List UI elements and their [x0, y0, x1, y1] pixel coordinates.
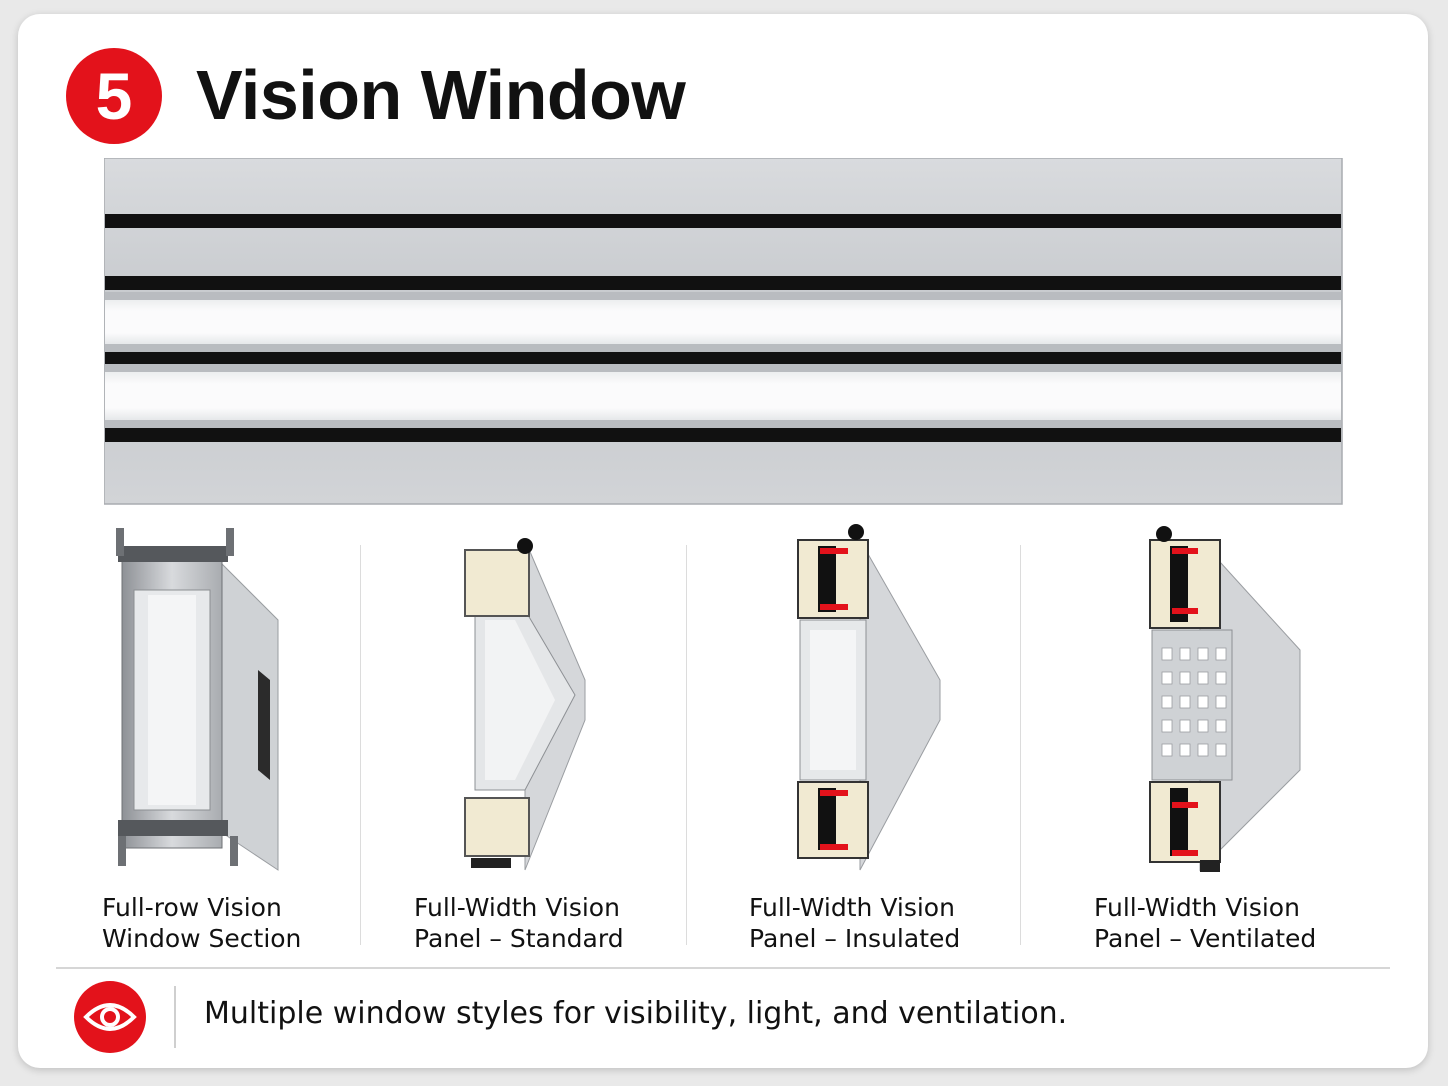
eye-icon-badge: [74, 981, 146, 1053]
column-divider: [1020, 545, 1021, 945]
vision-window-panel-image: [104, 158, 1343, 505]
footer-separator: [174, 986, 176, 1048]
caption-line: Full-Width Vision: [749, 893, 955, 922]
caption-line: Panel – Insulated: [749, 924, 961, 953]
panel-stripe: [105, 352, 1341, 364]
panel-stripe: [105, 214, 1341, 228]
column-divider: [360, 545, 361, 945]
figure-caption: Full-Width Vision Panel – Ventilated: [1094, 892, 1394, 954]
figure-caption: Full-Width Vision Panel – Standard: [414, 892, 714, 954]
insulated-panel-profile-icon: [797, 524, 941, 871]
eye-icon: [83, 1003, 137, 1031]
footer-divider: [56, 967, 1390, 969]
ventilated-panel-profile-icon: [1149, 526, 1301, 872]
caption-line: Window Section: [102, 924, 302, 953]
step-number-badge: 5: [66, 48, 162, 144]
caption-line: Panel – Standard: [414, 924, 624, 953]
footer-tagline: Multiple window styles for visibility, l…: [204, 996, 1068, 1031]
caption-line: Full-row Vision: [102, 893, 282, 922]
column-divider: [686, 545, 687, 945]
caption-line: Full-Width Vision: [1094, 893, 1300, 922]
glass-row: [105, 372, 1341, 420]
full-row-section-profile-icon: [116, 528, 279, 871]
panel-stripe: [105, 276, 1341, 290]
page-title: Vision Window: [196, 56, 686, 134]
glass-row: [105, 300, 1341, 344]
standard-panel-profile-icon: [464, 538, 586, 871]
step-number: 5: [95, 59, 133, 133]
figure-caption: Full-row Vision Window Section: [102, 892, 402, 954]
panel-stripe: [105, 428, 1341, 442]
figure-caption: Full-Width Vision Panel – Insulated: [749, 892, 1049, 954]
caption-line: Panel – Ventilated: [1094, 924, 1317, 953]
caption-line: Full-Width Vision: [414, 893, 620, 922]
